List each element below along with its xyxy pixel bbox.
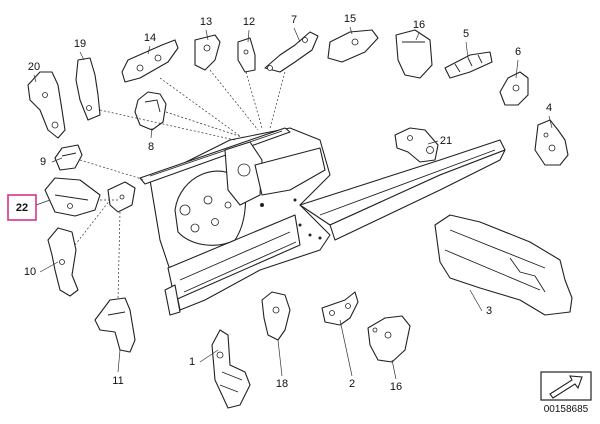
callout-c19: 19 — [74, 38, 86, 50]
part-21 — [394, 127, 439, 163]
callout-c9: 9 — [40, 156, 46, 168]
part-19 — [75, 57, 101, 121]
part-20 — [27, 71, 66, 139]
highlight-box-22 — [7, 194, 37, 221]
callout-c16b: 16 — [390, 381, 402, 393]
part-16-bottom — [367, 315, 411, 363]
callout-c7: 7 — [291, 14, 297, 26]
callout-c14: 14 — [144, 32, 156, 44]
callout-c2: 2 — [349, 378, 355, 390]
part-5 — [444, 51, 493, 79]
part-11 — [94, 297, 136, 353]
callout-c21: 21 — [440, 135, 452, 147]
callout-c10: 10 — [24, 266, 36, 278]
leader-lines — [33, 26, 553, 380]
part-4 — [534, 119, 569, 166]
callout-c6: 6 — [515, 46, 521, 58]
callout-c11: 11 — [112, 375, 123, 387]
callout-c8: 8 — [148, 141, 154, 153]
part-9 — [54, 144, 83, 171]
part-6 — [499, 71, 529, 106]
part-bracket-left — [107, 181, 136, 213]
part-16-top — [395, 29, 433, 79]
part-15 — [327, 29, 379, 63]
callout-c18: 18 — [276, 378, 288, 390]
part-2 — [321, 291, 359, 326]
part-12 — [237, 37, 256, 73]
callout-c20: 20 — [28, 61, 40, 73]
part-10 — [47, 227, 79, 297]
callout-c4: 4 — [546, 102, 552, 114]
callout-c12: 12 — [243, 16, 255, 28]
part-22 — [44, 177, 101, 217]
arrow-icon[interactable] — [540, 371, 592, 401]
callout-c15: 15 — [344, 13, 356, 25]
part-1 — [211, 329, 251, 409]
part-13 — [194, 34, 221, 71]
callout-c5: 5 — [463, 28, 469, 40]
callout-c3: 3 — [486, 305, 492, 317]
part-7 — [264, 31, 319, 73]
callout-c16a: 16 — [413, 19, 425, 31]
callout-c22: 22 — [16, 202, 28, 214]
part-3 — [434, 214, 573, 316]
part-18 — [261, 291, 291, 341]
part-main-frame — [139, 127, 506, 316]
part-14 — [121, 39, 179, 83]
callout-c1: 1 — [189, 356, 195, 368]
diagram-id: 00158685 — [544, 404, 589, 415]
callout-c13: 13 — [200, 16, 212, 28]
parts-artwork — [27, 29, 573, 409]
part-8 — [134, 91, 167, 131]
